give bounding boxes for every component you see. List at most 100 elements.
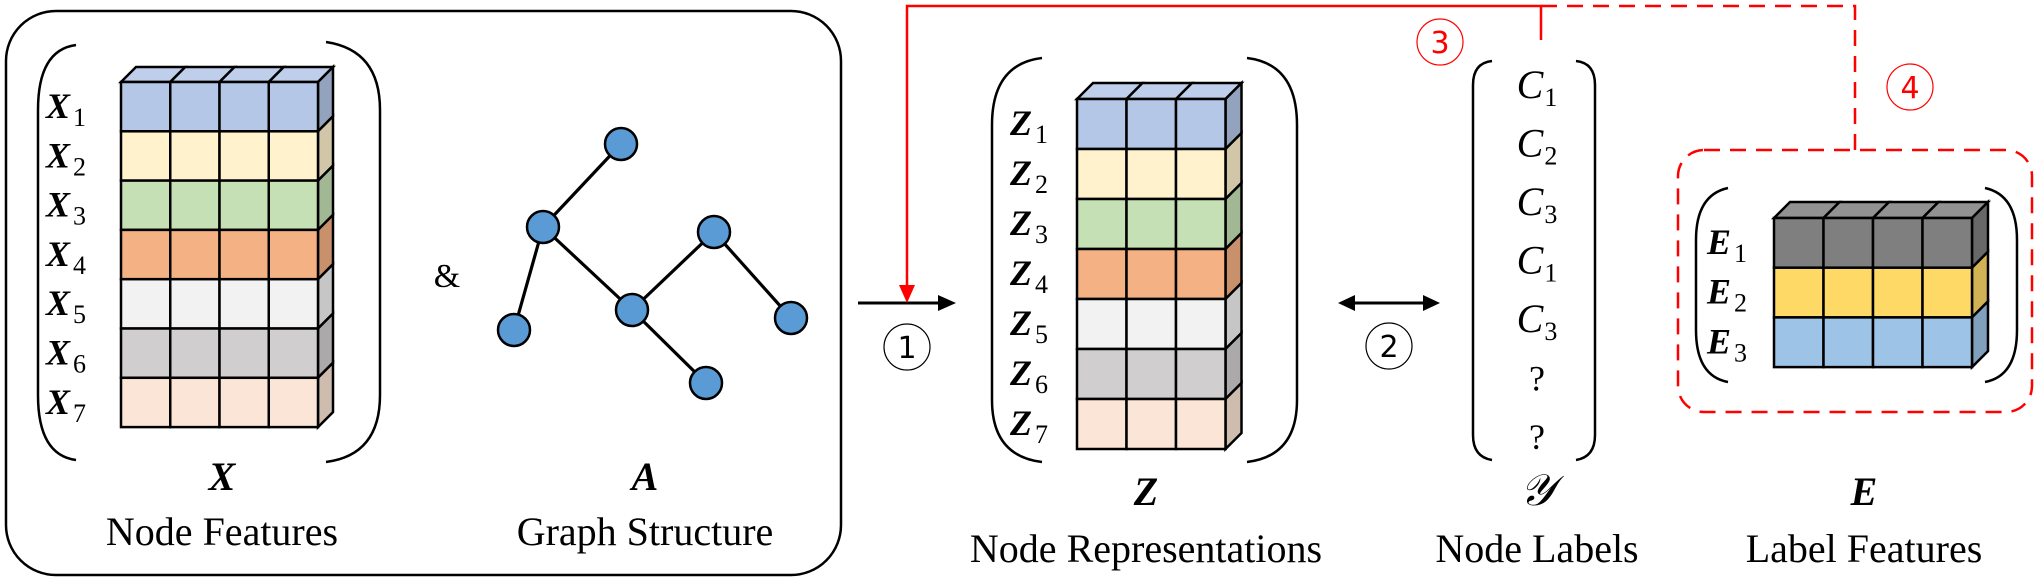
node-features-caption: Node Features bbox=[106, 509, 338, 554]
matrix-cell bbox=[1075, 347, 1128, 401]
graph-edge bbox=[512, 226, 545, 331]
matrix-cell bbox=[218, 327, 270, 380]
matrix-cell bbox=[169, 228, 221, 281]
matrix-cell bbox=[1075, 297, 1128, 351]
matrix-cell bbox=[1871, 266, 1924, 319]
matrix-cell bbox=[1921, 266, 1974, 319]
matrix-cell bbox=[1772, 216, 1825, 269]
matrix-cell bbox=[267, 327, 320, 380]
matrix-cell bbox=[119, 277, 172, 330]
step-4-feedback-path bbox=[1541, 4, 1857, 150]
matrix-cell bbox=[1871, 316, 1924, 369]
matrix-cell bbox=[1125, 297, 1178, 351]
graph-edge bbox=[541, 225, 634, 312]
label-features-caption: Label Features bbox=[1746, 526, 1983, 571]
step-1-number: 1 bbox=[897, 331, 916, 366]
ampersand: & bbox=[434, 258, 460, 295]
matrix-cell bbox=[1075, 247, 1128, 301]
graph-node bbox=[496, 312, 532, 348]
matrix-cell bbox=[267, 130, 320, 182]
node-label-entry: C2 bbox=[1517, 121, 1558, 171]
graph-edge bbox=[630, 308, 708, 385]
matrix-cell bbox=[218, 80, 270, 133]
label-features-dashed-frame bbox=[1676, 148, 2034, 414]
matrix-cell bbox=[1174, 97, 1227, 151]
step-3-feedback-path bbox=[899, 4, 1543, 303]
right-paren bbox=[325, 40, 382, 464]
matrix-cell bbox=[1822, 216, 1875, 269]
matrix-cell bbox=[218, 277, 270, 330]
input-panel-frame bbox=[4, 9, 843, 577]
left-paren bbox=[36, 43, 77, 462]
matrix-cell bbox=[119, 130, 172, 182]
matrix-cell bbox=[218, 376, 270, 429]
matrix-cell bbox=[1871, 216, 1924, 269]
arrow-head-left-icon bbox=[1338, 295, 1355, 311]
step-4-number: 4 bbox=[1900, 71, 1919, 106]
node-labels-symbol: 𝒴 bbox=[1520, 466, 1565, 515]
graph-node bbox=[688, 365, 724, 401]
matrix-cell bbox=[1822, 266, 1875, 319]
matrix-cell bbox=[218, 228, 270, 281]
node-representations-symbol: Z bbox=[1133, 469, 1158, 514]
step-2-number: 2 bbox=[1379, 330, 1398, 365]
graph-structure-symbol: A bbox=[629, 454, 659, 499]
matrix-cell bbox=[1772, 266, 1825, 319]
step-2-badge: 2 bbox=[1365, 322, 1413, 370]
matrix-cell bbox=[267, 228, 320, 281]
matrix-cell bbox=[1125, 197, 1178, 251]
matrix-cell bbox=[1125, 147, 1178, 201]
matrix-cell bbox=[1174, 297, 1227, 351]
graph-node bbox=[525, 209, 561, 245]
matrix-cell bbox=[169, 327, 221, 380]
step-4-badge: 4 bbox=[1886, 63, 1934, 111]
graph-structure-caption: Graph Structure bbox=[517, 509, 774, 554]
step-1-badge: 1 bbox=[883, 323, 931, 371]
node-label-entry: ? bbox=[1529, 417, 1545, 457]
graph-node bbox=[696, 214, 732, 250]
node-label-entry: C1 bbox=[1517, 238, 1558, 288]
matrix-cell bbox=[119, 376, 172, 429]
matrix-cell bbox=[1125, 247, 1178, 301]
matrix-cell bbox=[1772, 316, 1825, 369]
matrix-cell bbox=[169, 277, 221, 330]
matrix-cell bbox=[1921, 216, 1974, 269]
node-label-entry: C3 bbox=[1517, 179, 1558, 229]
graph-edge bbox=[541, 142, 623, 229]
matrix-cell bbox=[1174, 147, 1227, 201]
step-3-number: 3 bbox=[1430, 26, 1449, 61]
matrix-cell bbox=[218, 179, 270, 232]
node-representations-caption: Node Representations bbox=[970, 526, 1322, 571]
matrix-cell bbox=[119, 179, 172, 232]
matrix-cell bbox=[1174, 397, 1227, 451]
red-arrow-head-icon bbox=[899, 285, 915, 303]
step-2-double-arrow bbox=[1338, 295, 1440, 311]
graph-structure bbox=[496, 126, 809, 401]
step-1-arrow bbox=[858, 295, 956, 311]
step-3-badge: 3 bbox=[1416, 18, 1464, 66]
matrix-cell bbox=[1822, 316, 1875, 369]
matrix-cell bbox=[1075, 397, 1128, 451]
graph-edge bbox=[712, 230, 793, 320]
right-paren bbox=[1575, 59, 1597, 462]
